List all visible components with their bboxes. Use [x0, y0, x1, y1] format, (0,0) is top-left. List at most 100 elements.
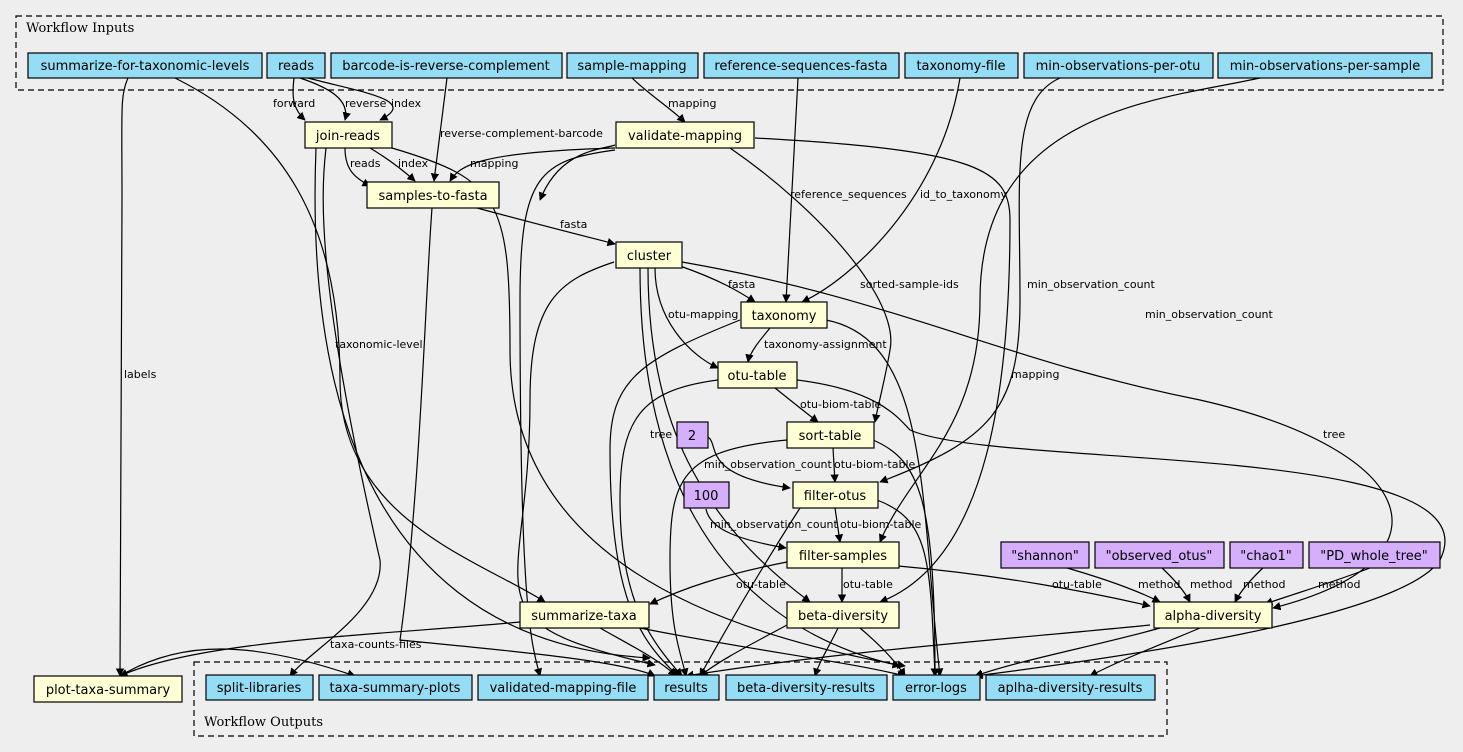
edge-100-filter-samples	[705, 508, 787, 551]
edge-taxonomy-results	[609, 319, 741, 677]
edge-sort-filter-otus	[830, 447, 839, 483]
node-samples-to-fasta[interactable]: samples-to-fasta	[366, 181, 500, 209]
node-taxa-summary-plots[interactable]: taxa-summary-plots	[318, 674, 473, 701]
edge-label-method-2: method	[1190, 578, 1232, 591]
edge-label-otu-biom-table-1: otu-biom-table	[800, 398, 882, 411]
edge-pd-alpha	[1264, 565, 1376, 606]
node-min-observations-per-otu[interactable]: min-observations-per-otu	[1023, 52, 1214, 79]
node-label: taxonomy	[752, 309, 817, 324]
edge-reads-join-reads-forward	[292, 77, 306, 121]
node-label: error-logs	[905, 681, 967, 696]
edge-mapping-validate	[631, 77, 686, 123]
edge-label-mapping-3: mapping	[1011, 368, 1059, 381]
edge-alpha-error	[974, 627, 1161, 678]
node-label: sort-table	[799, 429, 862, 444]
node-param-100[interactable]: 100	[683, 481, 730, 509]
node-label: otu-table	[728, 369, 787, 384]
node-taxonomy[interactable]: taxonomy	[740, 301, 828, 329]
edge-beta-error	[859, 627, 906, 677]
edge-validate-sort-table	[729, 147, 892, 423]
node-aplha-diversity-results[interactable]: aplha-diversity-results	[985, 674, 1156, 701]
edge-label-taxa-counts-files: taxa-counts-files	[330, 638, 422, 651]
node-beta-diversity-results[interactable]: beta-diversity-results	[725, 674, 888, 701]
edge-label-index-1: index	[391, 97, 422, 110]
workflow-inputs-label: Workflow Inputs	[26, 21, 134, 36]
node-validated-mapping-file[interactable]: validated-mapping-file	[477, 674, 649, 701]
edge-cluster-results	[517, 261, 656, 668]
edge-sort-error	[872, 439, 940, 677]
edges	[115, 77, 1446, 680]
edge-label-min-observation-count-2: min_observation_count	[1145, 308, 1274, 321]
node-pd-whole-tree[interactable]: "PD_whole_tree"	[1308, 541, 1441, 569]
edge-filter-otus-results	[699, 507, 801, 677]
edge-label-min-observation-count-4: min_observation_count	[710, 518, 839, 531]
node-summarize-for-taxonomic-levels[interactable]: summarize-for-taxonomic-levels	[27, 52, 263, 79]
node-chao1[interactable]: "chao1"	[1229, 541, 1304, 569]
node-summarize-taxa[interactable]: summarize-taxa	[519, 601, 650, 629]
edge-refseq-taxonomy	[782, 77, 799, 303]
node-sort-table[interactable]: sort-table	[786, 421, 875, 449]
edge-label-otu-biom-table-2: otu-biom-table	[834, 458, 916, 471]
node-label: 100	[694, 489, 719, 504]
edge-reads-join-reads-reverse	[299, 77, 351, 121]
edge-observed-alpha	[1159, 565, 1191, 603]
edge-validate-samples-mapping	[449, 147, 616, 182]
node-filter-samples[interactable]: filter-samples	[786, 541, 900, 569]
node-alpha-diversity[interactable]: alpha-diversity	[1153, 601, 1273, 629]
node-taxonomy-file[interactable]: taxonomy-file	[904, 52, 1019, 79]
edge-label-min-observation-count-1: min_observation_count	[1027, 278, 1156, 291]
node-param-2[interactable]: 2	[676, 421, 709, 449]
node-label: summarize-for-taxonomic-levels	[41, 59, 250, 74]
node-label: filter-otus	[804, 489, 867, 504]
node-sample-mapping[interactable]: sample-mapping	[566, 52, 699, 79]
node-label: join-reads	[315, 129, 380, 144]
edge-filter-samples-alpha	[897, 565, 1151, 609]
node-label: taxa-summary-plots	[330, 681, 461, 696]
node-label: summarize-taxa	[531, 609, 637, 624]
node-beta-diversity[interactable]: beta-diversity	[786, 601, 900, 629]
node-label: 2	[688, 429, 696, 444]
workflow-outputs-label: Workflow Outputs	[204, 715, 323, 730]
edge-label-otu-table-3: otu-table	[1052, 578, 1102, 591]
node-shannon[interactable]: "shannon"	[1000, 541, 1090, 569]
edge-beta-beta-results	[813, 627, 839, 677]
workflow-outputs-cluster	[193, 661, 1168, 737]
node-label: sample-mapping	[577, 59, 686, 74]
node-label: "shannon"	[1011, 549, 1079, 564]
node-reference-sequences-fasta[interactable]: reference-sequences-fasta	[703, 52, 900, 79]
node-join-reads[interactable]: join-reads	[304, 121, 393, 149]
edge-otu-table-results	[619, 379, 719, 677]
edge-label-min-observation-count-3: min_observation_count	[704, 458, 833, 471]
node-validate-mapping[interactable]: validate-mapping	[615, 121, 755, 149]
edge-samples-results	[399, 207, 656, 677]
node-label: "PD_whole_tree"	[1320, 549, 1427, 564]
edge-label-forward: forward	[273, 97, 315, 110]
node-results[interactable]: results	[653, 674, 720, 701]
node-reads[interactable]: reads	[266, 52, 326, 79]
edge-label-index-2: index	[398, 157, 429, 170]
node-label: alpha-diversity	[1165, 609, 1262, 624]
node-label: plot-taxa-summary	[46, 683, 171, 698]
edge-otu-table-sort-table	[774, 387, 819, 423]
edge-label-fasta-2: fasta	[728, 278, 755, 291]
edge-cluster-otu-table	[654, 267, 719, 369]
node-label: aplha-diversity-results	[998, 681, 1143, 696]
edge-label-mapping-1: mapping	[668, 97, 716, 110]
edge-validate-validated-file	[519, 149, 616, 677]
edge-label-reverse-complement-barcode: reverse-complement-barcode	[440, 127, 603, 140]
node-plot-taxa-summary[interactable]: plot-taxa-summary	[33, 675, 183, 703]
node-label: reads	[278, 59, 314, 74]
edge-summarize-plot-counts	[119, 621, 521, 677]
edge-sort-results	[669, 439, 788, 677]
node-label: barcode-is-reverse-complement	[342, 59, 550, 74]
node-observed-otus[interactable]: "observed_otus"	[1094, 541, 1225, 569]
node-otu-table[interactable]: otu-table	[717, 361, 798, 389]
node-min-observations-per-sample[interactable]: min-observations-per-sample	[1217, 52, 1433, 79]
node-cluster[interactable]: cluster	[615, 241, 683, 269]
node-filter-otus[interactable]: filter-otus	[792, 481, 879, 509]
node-barcode-is-reverse-complement[interactable]: barcode-is-reverse-complement	[330, 52, 563, 79]
node-split-libraries[interactable]: split-libraries	[205, 674, 314, 701]
node-error-logs[interactable]: error-logs	[892, 674, 981, 701]
edge-plot-taxa-summary-plots	[119, 648, 356, 678]
